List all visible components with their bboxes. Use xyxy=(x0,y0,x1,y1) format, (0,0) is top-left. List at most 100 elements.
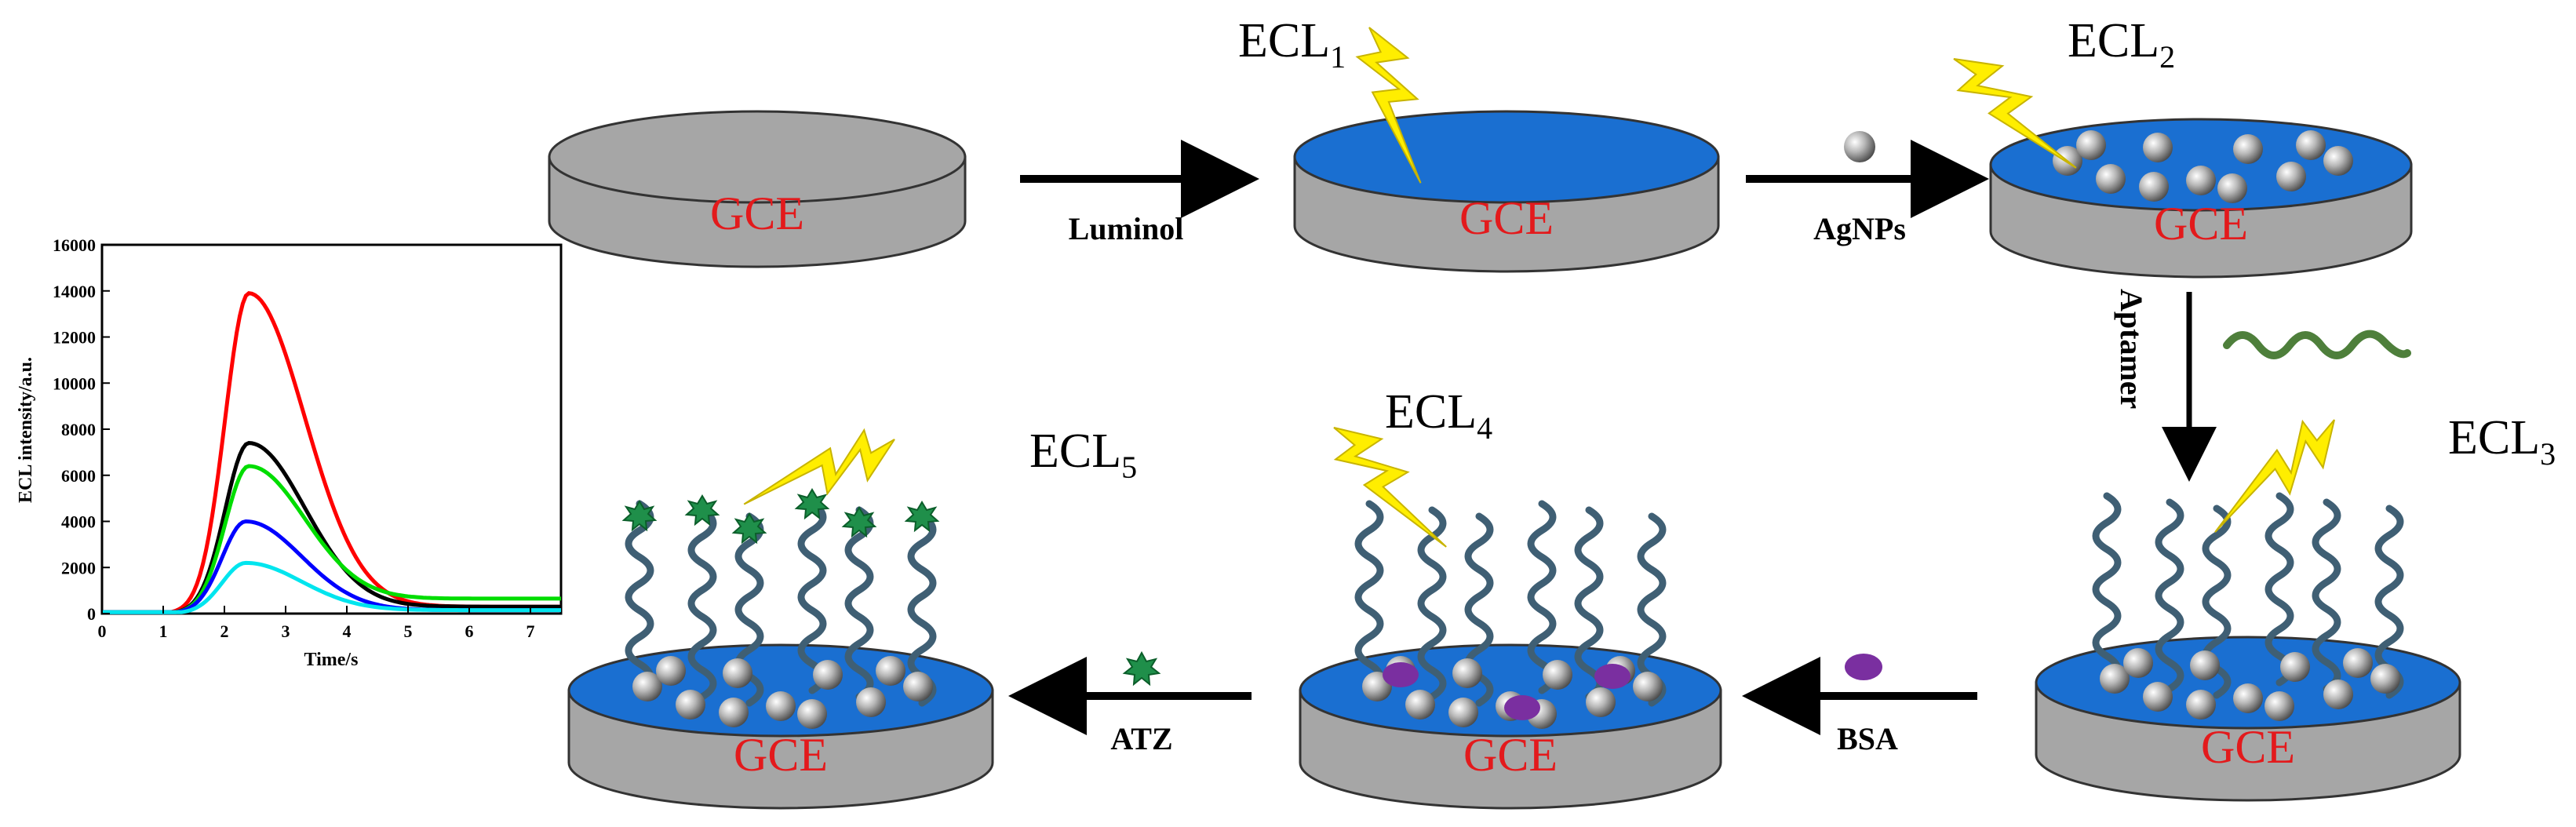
y-tick-label: 6000 xyxy=(61,466,96,486)
gce-label: GCE xyxy=(734,729,828,781)
aptamer-strand xyxy=(1354,500,1384,694)
ag-nanoparticle xyxy=(2264,691,2294,721)
ag-nanoparticle xyxy=(2233,134,2263,164)
ag-nanoparticle xyxy=(2096,164,2126,194)
y-tick-label: 14000 xyxy=(53,282,96,301)
y-tick-label: 4000 xyxy=(61,512,96,532)
gce-label: GCE xyxy=(1459,192,1554,244)
x-tick-label: 0 xyxy=(98,621,107,641)
ag-nanoparticle xyxy=(876,656,905,686)
step-label-luminol: Luminol xyxy=(1069,211,1184,246)
electrode-bsa: GCE xyxy=(1299,500,1722,810)
ag-nanoparticle xyxy=(1543,660,1572,690)
bsa-protein xyxy=(1383,662,1419,687)
x-tick-label: 4 xyxy=(343,621,352,641)
electrode-atz: GCE xyxy=(567,488,994,810)
ag-nanoparticle xyxy=(1586,687,1616,717)
ag-nanoparticle xyxy=(723,658,752,688)
lightning-ecl3-icon xyxy=(2214,419,2335,533)
bsa-protein-icon xyxy=(1845,654,1882,680)
free-aptamer-icon xyxy=(2223,330,2411,359)
aptamer-strand xyxy=(687,506,717,701)
chart-series-line xyxy=(102,560,561,614)
electrode-aptamer: GCE xyxy=(2035,492,2461,802)
ecl-label-1: ECL1 xyxy=(1238,14,1346,75)
y-tick-label: 12000 xyxy=(53,328,96,348)
x-tick-label: 5 xyxy=(404,621,413,641)
x-tick-label: 1 xyxy=(159,621,168,641)
atz-molecule xyxy=(621,500,658,532)
x-tick-label: 6 xyxy=(465,621,474,641)
chart-x-axis-label: Time/s xyxy=(304,650,359,670)
step-agnps: AgNPs xyxy=(1746,131,1989,246)
bsa-protein xyxy=(1594,664,1630,689)
ecl-label-4: ECL4 xyxy=(1385,385,1492,446)
ag-nanoparticle xyxy=(1452,658,1482,688)
y-tick-label: 0 xyxy=(87,604,96,624)
gce-label: GCE xyxy=(710,188,804,239)
ag-nanoparticle xyxy=(656,656,686,686)
ag-nanoparticle xyxy=(676,690,705,720)
ag-nanoparticle xyxy=(632,672,662,701)
gce-label: GCE xyxy=(1463,729,1558,781)
ag-nanoparticle xyxy=(2123,648,2153,678)
ecl-label-2: ECL2 xyxy=(2068,14,2175,75)
atz-molecule xyxy=(794,488,830,520)
ecl-label-5: ECL5 xyxy=(1029,424,1137,485)
aptamer-strand xyxy=(2312,498,2341,693)
ag-nanoparticle xyxy=(2186,166,2216,195)
lightning-ecl1-icon xyxy=(1355,27,1422,184)
ag-nanoparticle xyxy=(856,687,886,717)
lightning-ecl2-icon xyxy=(1953,58,2077,169)
aptamer-strand xyxy=(844,506,874,701)
ag-nanoparticle xyxy=(2296,130,2326,160)
ag-nanoparticle xyxy=(903,672,933,701)
electrode-bare: GCE xyxy=(548,110,967,268)
lightning-bolts xyxy=(743,27,2335,548)
y-tick-label: 10000 xyxy=(53,373,96,393)
ag-nanoparticle xyxy=(766,691,796,721)
electrode-agnps: GCE xyxy=(1989,118,2413,279)
ag-nanoparticle xyxy=(2076,130,2106,160)
atz-molecule xyxy=(684,494,720,526)
x-tick-label: 7 xyxy=(526,621,535,641)
ag-nanoparticle xyxy=(719,698,749,727)
ag-nanoparticle xyxy=(2323,679,2353,709)
atz-molecule xyxy=(904,501,940,533)
step-luminol: Luminol xyxy=(1020,140,1259,246)
ecl-label-3: ECL3 xyxy=(2448,411,2556,472)
ag-nanoparticle xyxy=(2143,133,2173,162)
atz-molecule xyxy=(841,506,877,538)
electrode-luminol: GCE xyxy=(1293,110,1720,273)
lightning-ecl5-icon xyxy=(743,428,895,505)
aptamer-strand xyxy=(2155,498,2184,693)
ag-nanoparticle xyxy=(2186,690,2216,720)
ag-nanoparticle xyxy=(813,660,843,690)
atz-molecule-icon xyxy=(1122,650,1161,687)
ag-nanoparticle xyxy=(2139,172,2169,202)
ag-nanoparticle xyxy=(2276,162,2306,191)
aptamer-strand xyxy=(1417,506,1447,701)
x-tick-label: 2 xyxy=(220,621,229,641)
step-aptamer: Aptamer xyxy=(2114,289,2411,482)
electrode-top xyxy=(548,110,967,204)
ag-nanoparticle xyxy=(2280,652,2310,682)
gce-label: GCE xyxy=(2201,721,2295,773)
agnp-particle-icon xyxy=(1844,131,1875,162)
ag-nanoparticle xyxy=(1448,698,1478,727)
ag-nanoparticle xyxy=(2370,664,2400,694)
aptamer-strand xyxy=(1574,506,1604,701)
step-label-agnps: AgNPs xyxy=(1813,211,1906,246)
electrodes: GCE GCE GCE GCE GCE GCE xyxy=(548,110,2461,810)
ag-nanoparticle xyxy=(2217,173,2247,203)
step-label-atz: ATZ xyxy=(1110,721,1172,756)
aptamer-strand xyxy=(797,500,827,694)
aptamer-strand xyxy=(2264,492,2294,687)
step-label-bsa: BSA xyxy=(1837,721,1898,756)
ag-nanoparticle xyxy=(2343,648,2373,678)
aptamer-strand xyxy=(2092,492,2122,687)
gce-label: GCE xyxy=(2154,198,2248,250)
